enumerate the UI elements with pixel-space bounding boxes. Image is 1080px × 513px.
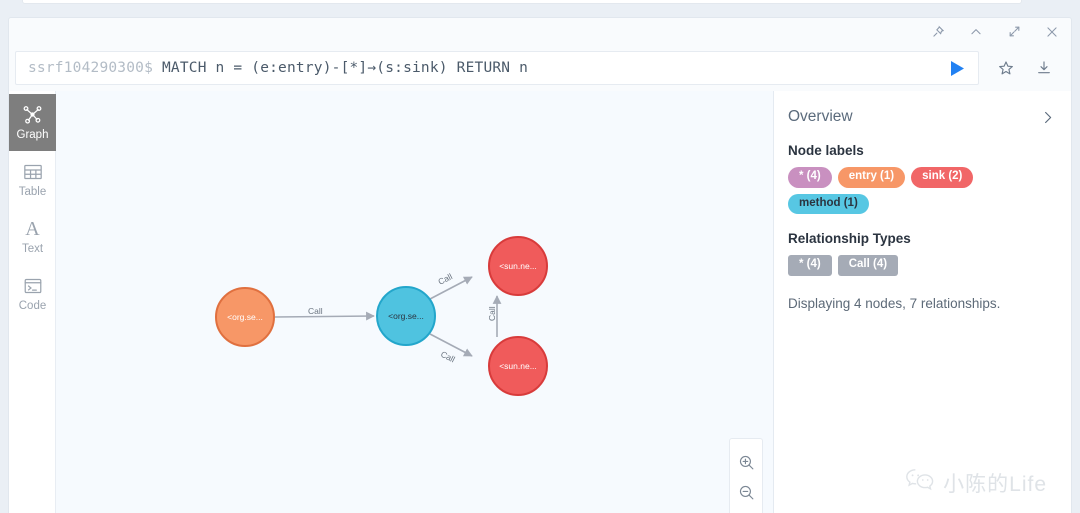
relationship-line[interactable] <box>429 276 473 300</box>
node-caption: <sun.ne... <box>499 261 537 271</box>
run-query-button[interactable] <box>944 55 970 81</box>
chevron-right-icon[interactable] <box>1040 110 1055 125</box>
editor-actions <box>979 59 1063 77</box>
relationship-types-heading: Relationship Types <box>788 231 911 246</box>
node-label-pill[interactable]: * (4) <box>788 167 832 188</box>
query-text[interactable]: ssrf104290300$ MATCH n = (e:entry)-[*]→(… <box>28 60 944 76</box>
graph-node[interactable]: <sun.ne... <box>488 236 548 296</box>
node-caption: <sun.ne... <box>499 361 537 371</box>
relationship-label: Call <box>487 306 497 321</box>
relationship-label: Call <box>439 349 457 365</box>
watermark-text: 小陈的Life <box>943 472 1047 496</box>
sidebar-item-table-label: Table <box>18 185 47 198</box>
node-label-pill[interactable]: sink (2) <box>911 167 974 188</box>
overview-panel: Overview Node labels * (4) entry (1) sin… <box>774 91 1071 513</box>
close-icon[interactable] <box>1043 23 1061 41</box>
relationship-type-pill[interactable]: Call (4) <box>837 255 899 276</box>
pin-icon[interactable] <box>929 23 947 41</box>
watermark: 小陈的Life <box>905 467 1047 498</box>
sidebar-item-table[interactable]: Table <box>9 151 56 208</box>
result-body: Graph Table A Text <box>9 91 1071 513</box>
sidebar-item-code[interactable]: Code <box>9 265 56 322</box>
graph-node[interactable]: <org.se... <box>215 287 275 347</box>
background-card-stub <box>22 0 1022 4</box>
frame-titlebar <box>9 18 1071 45</box>
node-label-pill[interactable]: method (1) <box>788 193 869 214</box>
relationship-line[interactable] <box>274 311 375 321</box>
sidebar-item-code-label: Code <box>18 299 47 312</box>
graph-canvas[interactable]: Call Call Call Call <org.se... <box>56 91 774 513</box>
graph-visualization[interactable]: Call Call Call Call <org.se... <box>56 91 774 513</box>
query-editor[interactable]: ssrf104290300$ MATCH n = (e:entry)-[*]→(… <box>15 51 979 85</box>
zoom-controls <box>729 438 763 513</box>
node-caption: <org.se... <box>388 311 424 321</box>
sidebar-item-text[interactable]: A Text <box>9 208 56 265</box>
relationship-type-pill[interactable]: * (4) <box>788 255 832 276</box>
sidebar-item-text-label: Text <box>21 242 44 255</box>
sidebar-item-graph[interactable]: Graph <box>9 94 56 151</box>
favorite-star-icon[interactable] <box>997 59 1015 77</box>
wechat-icon <box>905 467 935 498</box>
relationship-label: Call <box>308 306 323 316</box>
download-icon[interactable] <box>1035 59 1053 77</box>
view-mode-sidebar: Graph Table A Text <box>9 91 56 513</box>
node-label-pill[interactable]: entry (1) <box>837 167 906 188</box>
relationship-types-list: * (4) Call (4) <box>788 255 1055 276</box>
relationship-label: Call <box>436 271 454 287</box>
query-statement: MATCH n = (e:entry)-[*]→(s:sink) RETURN … <box>161 60 529 76</box>
query-prompt: ssrf104290300$ <box>28 60 154 76</box>
graph-node[interactable]: <org.se... <box>376 286 436 346</box>
query-editor-row: ssrf104290300$ MATCH n = (e:entry)-[*]→(… <box>9 45 1071 91</box>
overview-header: Overview <box>788 108 1055 126</box>
collapse-icon[interactable] <box>967 23 985 41</box>
relationship-line[interactable] <box>429 333 473 357</box>
overview-title: Overview <box>788 108 853 125</box>
query-result-frame: ssrf104290300$ MATCH n = (e:entry)-[*]→(… <box>8 17 1072 513</box>
zoom-out-icon[interactable] <box>733 477 759 507</box>
table-icon <box>22 161 44 183</box>
zoom-in-icon[interactable] <box>733 447 759 477</box>
graph-icon <box>22 104 44 126</box>
node-labels-heading: Node labels <box>788 143 864 158</box>
node-labels-list: * (4) entry (1) sink (2) method (1) <box>788 167 1055 214</box>
code-icon <box>22 275 44 297</box>
node-caption: <org.se... <box>227 312 263 322</box>
sidebar-item-graph-label: Graph <box>16 128 49 141</box>
displaying-status: Displaying 4 nodes, 7 relationships. <box>788 295 1001 311</box>
expand-icon[interactable] <box>1005 23 1023 41</box>
graph-node[interactable]: <sun.ne... <box>488 336 548 396</box>
text-icon: A <box>25 217 40 240</box>
